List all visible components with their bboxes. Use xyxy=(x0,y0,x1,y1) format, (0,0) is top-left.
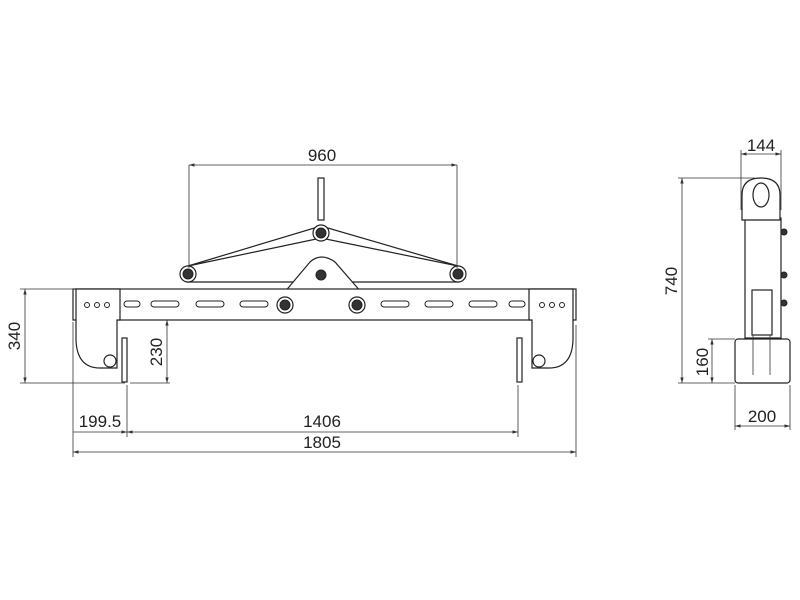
dim-199-5: 199.5 xyxy=(79,412,122,431)
right-clamp-pad xyxy=(516,337,523,383)
side-view xyxy=(734,177,791,384)
dim-230: 230 xyxy=(147,338,166,366)
dim-740: 740 xyxy=(662,267,681,295)
pins xyxy=(179,224,467,314)
front-view xyxy=(72,177,577,383)
left-clamp-pad xyxy=(121,337,128,383)
beam-slots xyxy=(123,300,526,308)
dim-340: 340 xyxy=(5,322,24,350)
dim-160: 160 xyxy=(693,348,712,376)
dim-960: 960 xyxy=(308,146,336,165)
dim-1805: 1805 xyxy=(303,433,341,452)
dimensions: 960 340 230 199.5 1406 1805 144 740 160 … xyxy=(5,136,791,457)
beam xyxy=(72,288,577,321)
side-sleeve xyxy=(751,289,773,336)
left-clamp-end xyxy=(75,288,121,369)
right-clamp-end xyxy=(528,288,574,369)
dim-200: 200 xyxy=(748,407,776,426)
lifting-rod xyxy=(317,177,325,221)
dim-1406: 1406 xyxy=(303,412,341,431)
dim-144: 144 xyxy=(747,136,775,155)
side-pad xyxy=(734,338,791,384)
